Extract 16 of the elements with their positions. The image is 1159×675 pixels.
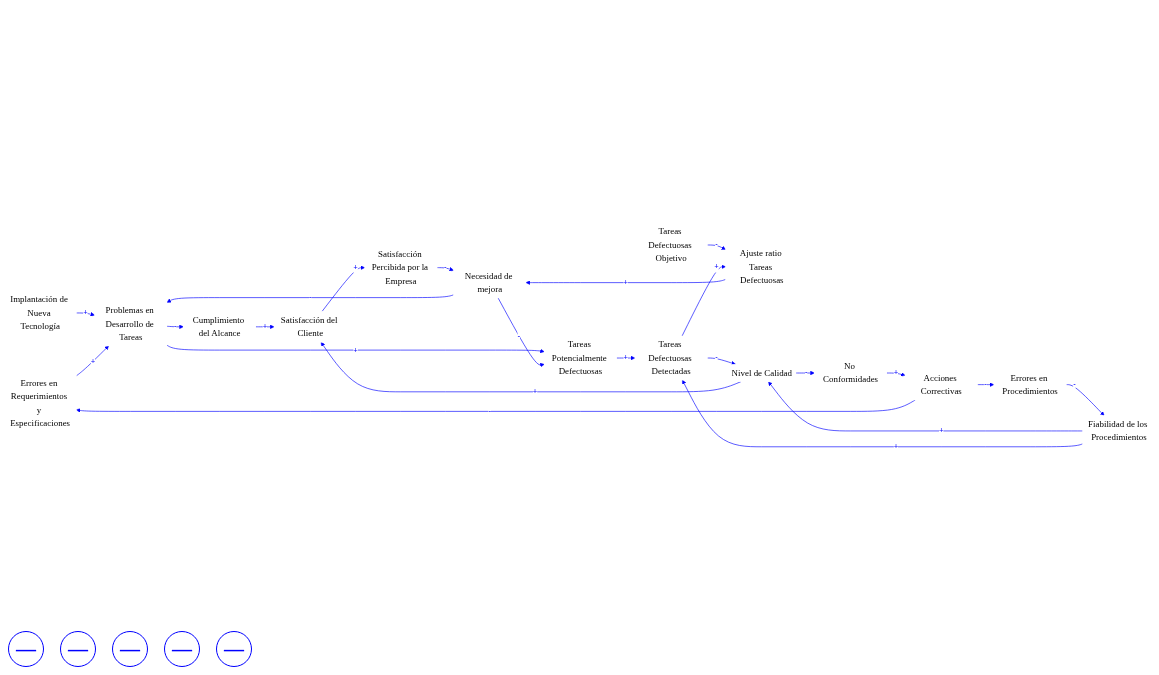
node-text: Ajuste ratio Tareas Defectuosas: [739, 247, 784, 285]
node-text: Tareas Defectuosas Detectadas: [648, 339, 692, 376]
node-text: Satisfacción del Cliente: [280, 314, 338, 338]
node-text: Acciones Correctivas: [920, 372, 962, 396]
node-text: Errores en Requerimientos y Especificaciones: [10, 377, 71, 428]
node-text: Tareas Defectuosas Objetivo: [648, 226, 692, 263]
node-text: Implantación de Nueva Tecnología: [10, 294, 68, 331]
node-text: Problemas en Desarrollo de Tareas: [105, 304, 154, 342]
node-text: Satisfacción Percibida por la Empresa: [371, 248, 429, 286]
node-text: Necesidad de mejora: [464, 270, 513, 294]
node-text: No Conformidades: [823, 360, 879, 385]
node-text: Fiabilidad de los Procedimientos: [1088, 418, 1148, 442]
node-text: Errores en Procedimientos: [1002, 372, 1058, 396]
node-text: Nivel de Calidad: [731, 367, 792, 378]
node-text: Tareas Potencialmente Defectuosas: [551, 339, 607, 376]
node-text: Cumplimiento del Alcance: [192, 314, 245, 338]
